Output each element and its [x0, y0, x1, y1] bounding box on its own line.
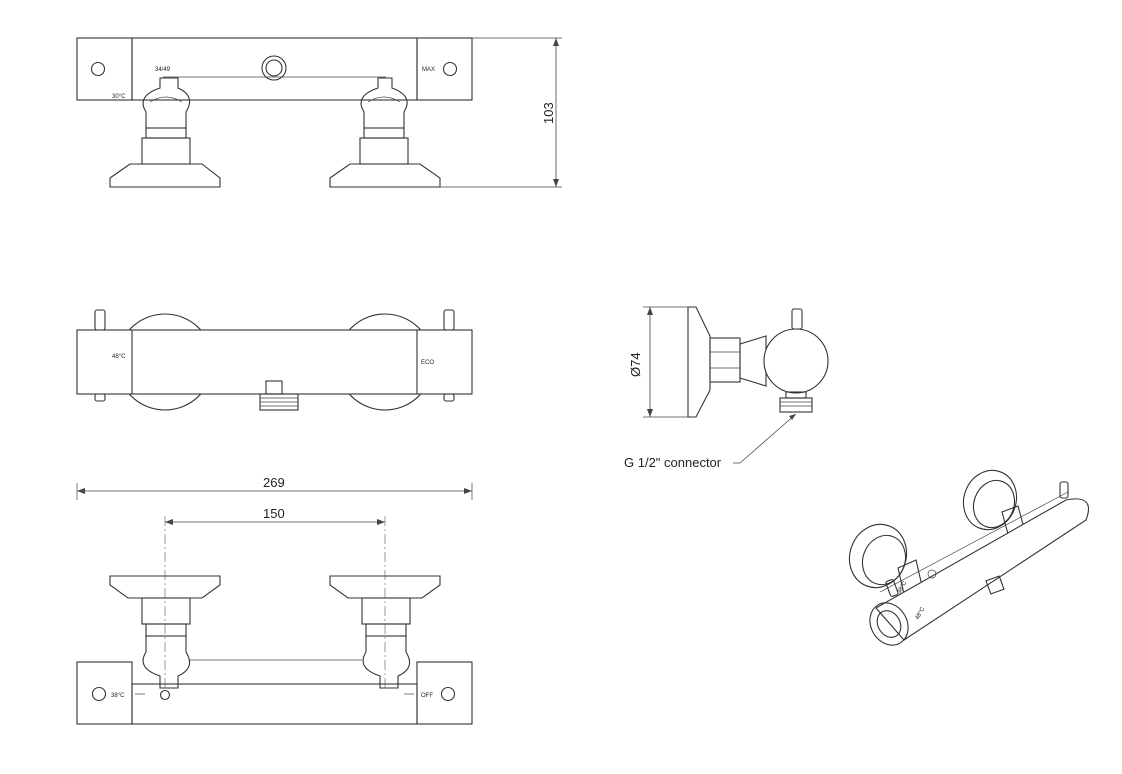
scale-label: 34/49 — [155, 67, 171, 73]
left-wall-flange — [109, 163, 221, 188]
side-top-pin — [791, 308, 803, 330]
right-cap-hole-bottom-icon — [440, 686, 456, 702]
left-elbow — [142, 77, 191, 129]
temp-30-label: 30°C — [112, 94, 126, 100]
left-cap-hole-bottom-icon — [91, 686, 107, 702]
connector-callout: G 1/2" connector — [624, 455, 722, 470]
right-elbow-bottom — [362, 635, 411, 689]
temp-38-label: 38°C — [111, 693, 125, 699]
iso-right-flange — [962, 469, 1018, 531]
outlet-inner-icon — [265, 59, 283, 77]
valve-body-front — [76, 329, 473, 395]
side-flange — [687, 306, 711, 418]
body-cross-section — [763, 328, 829, 394]
left-top-pin — [94, 309, 106, 331]
side-elbow-nut — [709, 337, 741, 383]
left-cap-hole-icon — [90, 61, 106, 77]
total-width-dimension: 269 — [263, 475, 285, 490]
center-distance-dimension: 150 — [263, 506, 285, 521]
right-wall-flange — [329, 163, 441, 188]
isometric-view: 38°C 48°C — [848, 469, 1090, 646]
right-elbow — [360, 77, 408, 129]
valve-body-bottom — [131, 683, 418, 725]
side-view: Ø74 G 1/2" connector — [624, 306, 829, 470]
outlet-outer-icon — [261, 55, 287, 81]
max-label: MAX — [422, 67, 435, 73]
right-wall-flange-bottom — [329, 575, 441, 599]
temp-48-label: 48°C — [112, 354, 126, 360]
left-elbow-bottom — [142, 635, 191, 689]
front-view: 48°C ECO — [76, 309, 473, 411]
valve-body — [131, 37, 418, 101]
height-dimension: 103 — [541, 102, 556, 124]
eco-label: ECO — [421, 360, 434, 366]
safety-button-icon — [159, 689, 171, 701]
right-cap-hole-icon — [442, 61, 458, 77]
top-view: 34/49 MAX 30°C 103 — [76, 37, 562, 188]
left-wall-flange-bottom — [109, 575, 221, 599]
bottom-view: 269 150 38°C OFF — [76, 475, 473, 725]
off-label: OFF — [421, 693, 433, 699]
diameter-dimension: Ø74 — [628, 352, 643, 377]
iso-end-cap — [869, 602, 909, 646]
side-connector — [779, 397, 813, 413]
iso-body — [875, 498, 1090, 641]
right-top-pin — [443, 309, 455, 331]
